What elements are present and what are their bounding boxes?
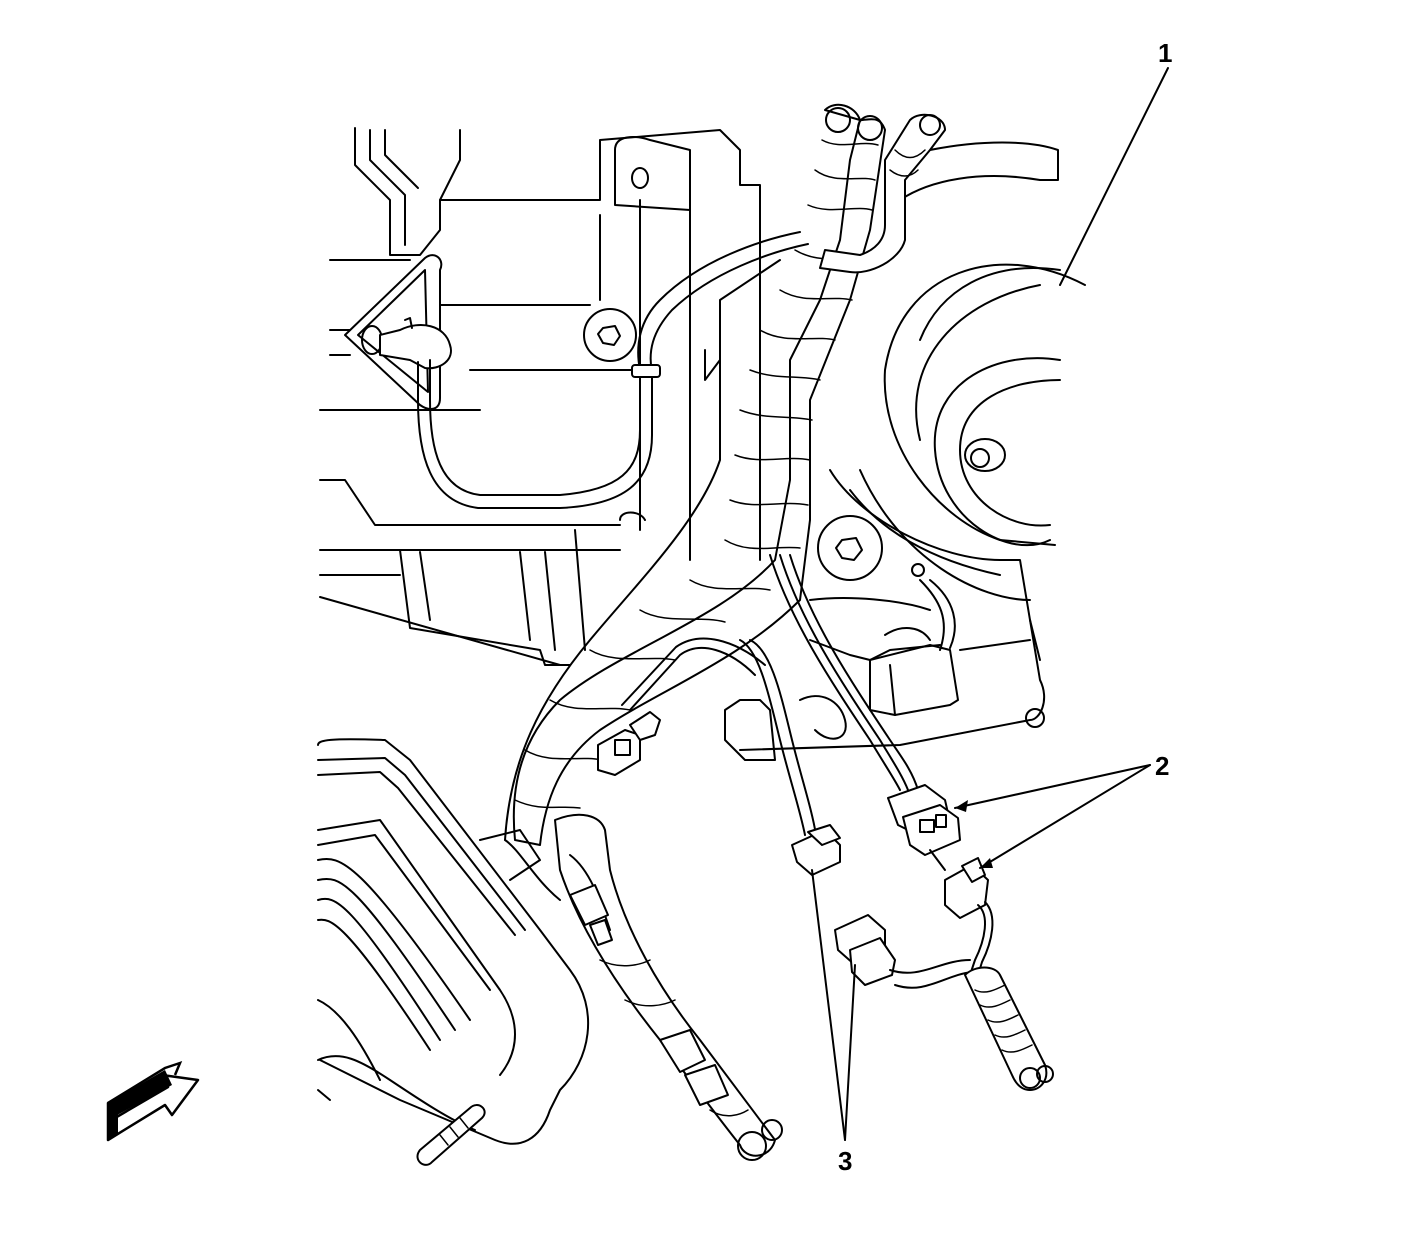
hvac-housing xyxy=(319,127,761,666)
connector-2-lower xyxy=(944,857,994,976)
callout-2: 2 xyxy=(1155,751,1169,781)
leader-lines xyxy=(811,67,1169,1141)
upper-branch-harness xyxy=(417,113,946,509)
middle-branch-wires xyxy=(554,554,919,1161)
sensor-lead xyxy=(964,966,1054,1091)
view-arrow-icon xyxy=(106,1060,200,1142)
main-harness xyxy=(504,103,886,846)
module-housing xyxy=(317,738,590,1166)
blower-motor xyxy=(724,141,1086,761)
callout-1: 1 xyxy=(1158,38,1172,68)
connector-3-lower xyxy=(834,914,973,989)
connector-3-upper xyxy=(791,824,841,876)
callout-3: 3 xyxy=(838,1146,852,1176)
connector-2-upper xyxy=(887,784,961,871)
